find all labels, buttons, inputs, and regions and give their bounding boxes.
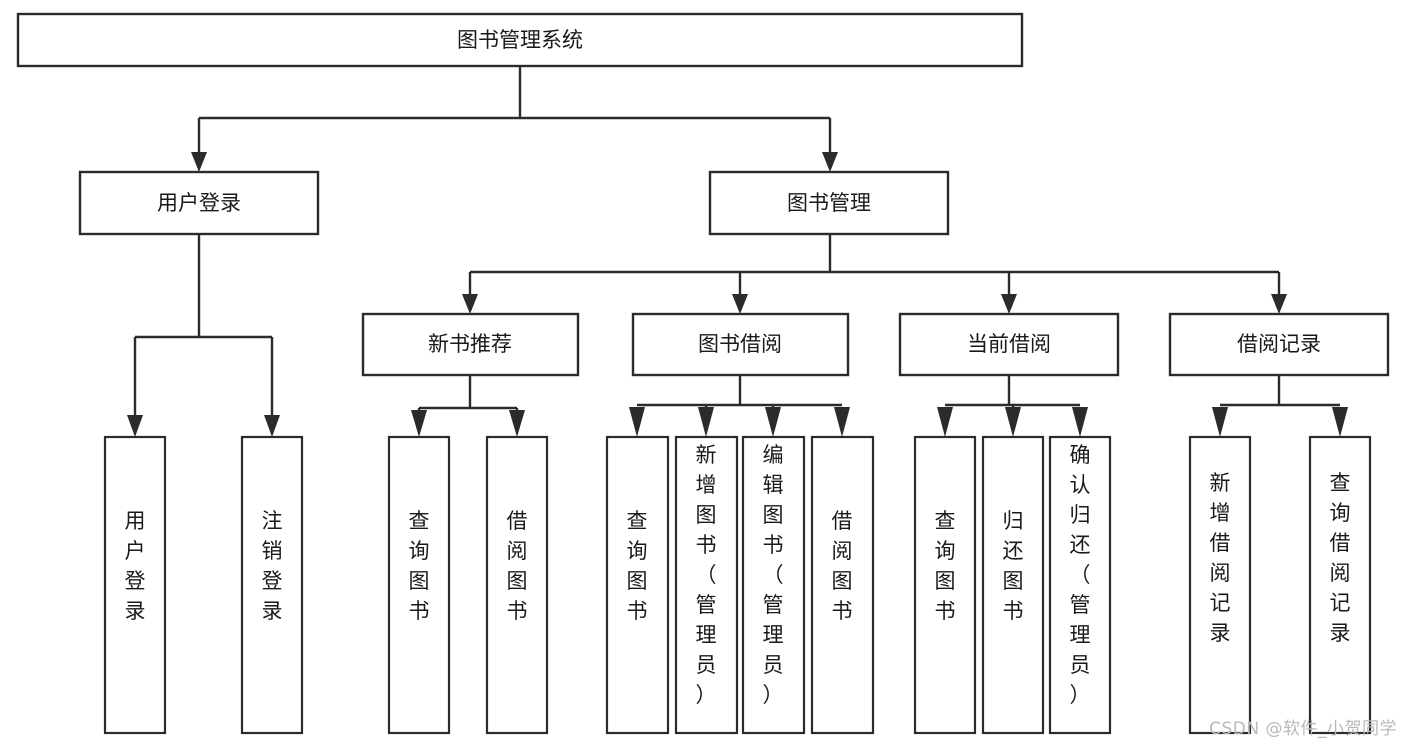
- arrowhead-current-borrow-leaf-1: [937, 407, 953, 437]
- leaf-box-confirm-return-admin[interactable]: [1048, 435, 1112, 735]
- leaf-label-borrow-book: 借阅图书: [832, 509, 853, 623]
- arrowhead-book-borrow-leaf-4: [834, 407, 850, 437]
- leaf-box-logout[interactable]: [240, 435, 304, 735]
- node-current-borrow[interactable]: 当前借阅: [898, 312, 1120, 377]
- arrowhead-new-books-leaf-2: [509, 410, 525, 437]
- connector-group-borrow-records: [1212, 375, 1348, 437]
- node-root-box[interactable]: [16, 12, 1024, 68]
- node-borrow-records-box[interactable]: [1168, 312, 1390, 377]
- node-new-books[interactable]: 新书推荐: [361, 312, 580, 377]
- node-book-manage-box[interactable]: [708, 170, 950, 236]
- leaf-box-add-book-admin[interactable]: [674, 435, 739, 735]
- arrowhead-book-manage-records: [1271, 294, 1287, 314]
- leaf-box-query-borrow-record[interactable]: [1308, 435, 1372, 735]
- node-book-borrow-label: 图书借阅: [698, 332, 782, 356]
- arrowhead-current-borrow-leaf-2: [1005, 407, 1021, 437]
- node-book-borrow-box[interactable]: [631, 312, 850, 377]
- node-borrow-records[interactable]: 借阅记录: [1168, 312, 1390, 377]
- leaf-node-query-borrow-record[interactable]: 查询借阅记录: [1308, 435, 1372, 735]
- leaf-label-edit-book-admin: 编辑图书（管理员）: [763, 443, 784, 707]
- node-user-login-label: 用户登录: [157, 191, 241, 215]
- leaf-label-add-book-admin: 新增图书（管理员）: [696, 443, 717, 707]
- node-book-manage[interactable]: 图书管理: [708, 170, 950, 236]
- leaf-label-query-book-current: 查询图书: [935, 509, 956, 623]
- connector-group-book-borrow: [629, 375, 850, 437]
- leaf-label-confirm-return-admin: 确认归还（管理员）: [1070, 443, 1091, 707]
- leaf-label-query-book-borrow: 查询图书: [627, 509, 648, 623]
- leaf-label-add-borrow-record: 新增借阅记录: [1210, 471, 1231, 645]
- leaf-box-edit-book-admin[interactable]: [741, 435, 806, 735]
- leaf-node-query-book-new[interactable]: 查询图书: [387, 435, 451, 735]
- leaf-node-borrow-book[interactable]: 借阅图书: [810, 435, 875, 735]
- leaf-box-query-book-current[interactable]: [913, 435, 977, 735]
- node-user-login[interactable]: 用户登录: [78, 170, 320, 236]
- arrowhead-root-to-user-login: [191, 152, 207, 172]
- leaf-node-query-book-borrow[interactable]: 查询图书: [605, 435, 670, 735]
- arrowhead-book-manage-borrow: [732, 294, 748, 314]
- leaf-node-query-book-current[interactable]: 查询图书: [913, 435, 977, 735]
- node-new-books-box[interactable]: [361, 312, 580, 377]
- leaf-label-query-book-new: 查询图书: [409, 509, 430, 623]
- leaf-node-add-borrow-record[interactable]: 新增借阅记录: [1188, 435, 1252, 735]
- connector-group-root: [191, 66, 838, 172]
- node-book-borrow[interactable]: 图书借阅: [631, 312, 850, 377]
- node-root[interactable]: 图书管理系统: [16, 12, 1024, 68]
- connector-group-book-manage: [462, 234, 1287, 314]
- node-current-borrow-label: 当前借阅: [967, 332, 1051, 356]
- node-borrow-records-label: 借阅记录: [1237, 332, 1321, 356]
- arrowhead-borrow-records-leaf-2: [1332, 407, 1348, 437]
- node-root-label: 图书管理系统: [457, 28, 583, 52]
- arrowhead-book-manage-new-books: [462, 294, 478, 314]
- leaf-node-user-login[interactable]: 用户登录: [103, 435, 167, 735]
- leaf-box-borrow-book-new[interactable]: [485, 435, 549, 735]
- leaf-box-query-book-new[interactable]: [387, 435, 451, 735]
- leaf-box-borrow-book[interactable]: [810, 435, 875, 735]
- leaf-node-confirm-return-admin[interactable]: 确认归还（管理员）: [1048, 435, 1112, 735]
- arrowhead-book-manage-current: [1001, 294, 1017, 314]
- leaf-node-borrow-book-new[interactable]: 借阅图书: [485, 435, 549, 735]
- node-book-manage-label: 图书管理: [787, 191, 871, 215]
- arrowhead-book-borrow-leaf-3: [765, 407, 781, 437]
- connector-group-current-borrow: [937, 375, 1088, 437]
- node-current-borrow-box[interactable]: [898, 312, 1120, 377]
- leaf-node-return-book[interactable]: 归还图书: [981, 435, 1045, 735]
- arrowhead-user-login-leaf-1: [127, 415, 143, 437]
- leaf-node-logout[interactable]: 注销登录: [240, 435, 304, 735]
- leaf-label-borrow-book-new: 借阅图书: [507, 509, 528, 623]
- arrowhead-current-borrow-leaf-3: [1072, 407, 1088, 437]
- arrowhead-book-borrow-leaf-1: [629, 407, 645, 437]
- connector-group-new-books: [411, 375, 525, 437]
- leaf-label-user-login: 用户登录: [125, 509, 146, 623]
- leaf-box-user-login[interactable]: [103, 435, 167, 735]
- leaf-node-add-book-admin[interactable]: 新增图书（管理员）: [674, 435, 739, 735]
- leaf-label-return-book: 归还图书: [1003, 509, 1024, 623]
- connector-group-user-login: [127, 234, 280, 437]
- arrowhead-borrow-records-leaf-1: [1212, 407, 1228, 437]
- leaf-label-logout: 注销登录: [262, 509, 283, 623]
- leaf-box-query-book-borrow[interactable]: [605, 435, 670, 735]
- node-user-login-box[interactable]: [78, 170, 320, 236]
- arrowhead-book-borrow-leaf-2: [698, 407, 714, 437]
- leaf-box-add-borrow-record[interactable]: [1188, 435, 1252, 735]
- arrowhead-new-books-leaf-1: [411, 410, 427, 437]
- arrowhead-root-to-book-manage: [822, 152, 838, 172]
- arrowhead-user-login-leaf-2: [264, 415, 280, 437]
- leaf-label-query-borrow-record: 查询借阅记录: [1330, 471, 1351, 645]
- leaf-box-return-book[interactable]: [981, 435, 1045, 735]
- leaf-node-edit-book-admin[interactable]: 编辑图书（管理员）: [741, 435, 806, 735]
- node-new-books-label: 新书推荐: [428, 332, 512, 356]
